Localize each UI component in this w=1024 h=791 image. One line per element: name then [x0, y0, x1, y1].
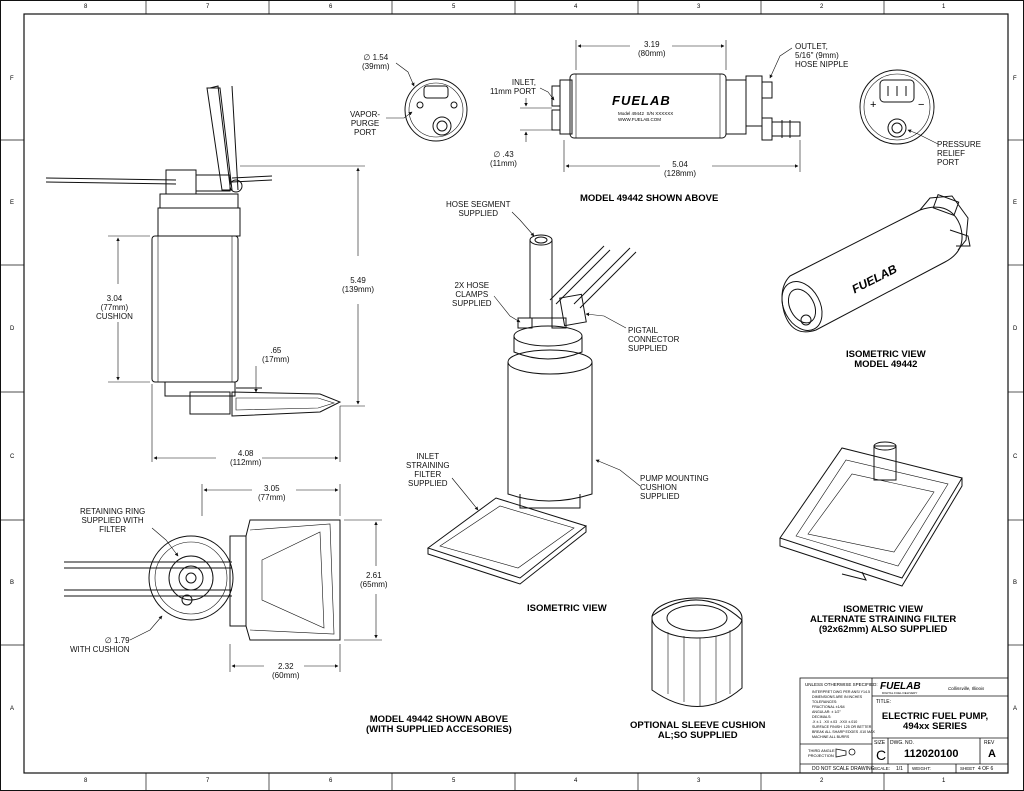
tb-rev-label: REV	[984, 740, 995, 746]
zone-row-left-F: F	[10, 76, 14, 82]
hose-segment-label: HOSE SEGMENT SUPPLIED	[446, 200, 511, 218]
top-view-caption: MODEL 49442 SHOWN ABOVE	[580, 193, 719, 204]
body-length-label: 3.19 (80mm)	[638, 40, 666, 58]
zone-col-bottom-6: 6	[329, 778, 333, 784]
zone-col-top-3: 3	[697, 4, 701, 10]
retaining-ring-label: RETAINING RING SUPPLIED WITH FILTER	[80, 507, 146, 534]
plus-terminal-mark: +	[870, 99, 877, 111]
zone-row-right-D: D	[1013, 326, 1018, 332]
pump-body-brand: FUELAB	[612, 93, 671, 108]
zone-col-top-1: 1	[942, 4, 946, 10]
pump-body-text: Model 49442 S/N XXXXXX WWW.FUELAB.COM	[618, 111, 674, 122]
iso-main-leaders	[451, 211, 641, 511]
sleeve-cushion	[651, 597, 743, 707]
tb-unless-label: UNLESS OTHERWISE SPECIFIED:	[805, 682, 878, 687]
sleeve-caption: OPTIONAL SLEEVE CUSHION AL;SO SUPPLIED	[630, 720, 766, 741]
height-dimension-label: 5.49 (139mm)	[342, 276, 375, 294]
side-view	[45, 85, 342, 417]
hose-clamps-label: 2X HOSE CLAMPS SUPPLIED	[452, 281, 492, 308]
zone-col-bottom-5: 5	[452, 778, 456, 784]
tb-do-not-scale: DO NOT SCALE DRAWING	[812, 766, 875, 772]
title-block-frame	[799, 677, 1009, 774]
tb-rev: A	[988, 748, 996, 760]
inlet-diameter-label: ∅ .43 (11mm)	[490, 150, 517, 168]
bottom-view	[64, 519, 341, 641]
tb-scale-label: SCALE:	[874, 766, 891, 771]
iso-alt-filter-caption: ISOMETRIC VIEW ALTERNATE STRAINING FILTE…	[810, 604, 957, 635]
bottom-view-caption: MODEL 49442 SHOWN ABOVE (WITH SUPPLIED A…	[366, 714, 512, 735]
tb-brand-subline: DIGITAL FUEL DELIVERY	[882, 691, 918, 695]
cushion-dimension-label: 3.04 (77mm) CUSHION	[96, 294, 133, 321]
tb-title: ELECTRIC FUEL PUMP, 494xx SERIES	[881, 711, 989, 732]
zone-col-bottom-2: 2	[820, 778, 824, 784]
pressure-relief-port-label: PRESSURE RELIEF PORT	[937, 140, 982, 167]
vapor-purge-port-label: VAPOR- PURGE PORT	[350, 110, 381, 137]
zone-row-left-E: E	[10, 200, 15, 206]
zone-row-left-D: D	[10, 326, 15, 332]
width-dimension-label: 4.08 (112mm)	[230, 449, 262, 467]
inlet-filter-label: INLET STRAINING FILTER SUPPLIED	[406, 452, 450, 488]
small-dimension-label: .65 (17mm)	[262, 346, 290, 364]
tb-title-label: TITLE:	[876, 699, 892, 705]
tb-location: Collinsville, Illinois	[948, 686, 985, 691]
iso-pump-caption: ISOMETRIC VIEW MODEL 49442	[846, 349, 926, 370]
zone-row-right-F: F	[1013, 76, 1017, 82]
zone-row-right-B: B	[1013, 580, 1018, 586]
zone-row-right-E: E	[1013, 200, 1018, 206]
pump-cushion-label: PUMP MOUNTING CUSHION SUPPLIED	[640, 474, 709, 501]
iso-main-assembly	[426, 234, 637, 585]
bottom-right-dimension-label: 2.61 (65mm)	[360, 571, 388, 589]
zone-col-bottom-3: 3	[697, 778, 701, 784]
bottom-top-dimension-label: 3.05 (77mm)	[258, 484, 286, 502]
tb-brand: FUELAB	[880, 681, 921, 692]
inner-border	[23, 13, 1009, 774]
tb-size: C	[876, 747, 887, 763]
zone-row-left-A: A	[10, 706, 15, 712]
tb-projection-label: THIRD ANGLE PROJECTION	[808, 748, 835, 758]
end-diameter-label: ∅ 1.54 (39mm)	[362, 53, 390, 71]
zone-row-left-C: C	[10, 454, 15, 460]
iso-alt-filter	[779, 441, 963, 587]
tb-sheet: 4 OF 6	[978, 766, 994, 772]
zone-col-top-5: 5	[452, 4, 456, 10]
end-view-left	[386, 62, 468, 142]
zone-col-top-6: 6	[329, 4, 333, 10]
bottom-width-dimension-label: 2.32 (60mm)	[272, 662, 300, 680]
zone-col-top-4: 4	[574, 4, 578, 10]
top-view-dimensions	[520, 40, 801, 172]
zone-col-top-2: 2	[820, 4, 824, 10]
iso-main-caption: ISOMETRIC VIEW	[527, 603, 607, 614]
cushion-diameter-label: ∅ 1.79 WITH CUSHION	[70, 636, 130, 654]
zone-col-bottom-7: 7	[206, 778, 210, 784]
iso-pump	[781, 194, 971, 333]
overall-length-label: 5.04 (128mm)	[664, 160, 697, 178]
tb-scale: 1/1	[896, 766, 903, 772]
outlet-label: OUTLET, 5/16" (9mm) HOSE NIPPLE	[795, 42, 849, 69]
top-view-pump	[551, 73, 801, 141]
end-view-right	[859, 69, 939, 145]
pigtail-connector-label: PIGTAIL CONNECTOR SUPPLIED	[628, 326, 680, 353]
zone-row-right-A: A	[1013, 706, 1018, 712]
tb-sheet-label: SHEET	[960, 766, 976, 771]
zone-col-top-8: 8	[84, 4, 88, 10]
inlet-port-label: INLET, 11mm PORT	[490, 78, 536, 96]
side-view-dimensions	[108, 165, 365, 462]
bottom-view-dimensions	[129, 484, 382, 672]
tb-tolerance-notes: INTERPRET DWG PER ANSI Y14.5 DIMENSIONS …	[812, 690, 875, 739]
zone-col-bottom-1: 1	[942, 778, 946, 784]
zone-row-right-C: C	[1013, 454, 1018, 460]
zone-col-top-7: 7	[206, 4, 210, 10]
zone-col-bottom-4: 4	[574, 778, 578, 784]
tb-dwg-number: 112020100	[904, 748, 959, 760]
zone-col-bottom-8: 8	[84, 778, 88, 784]
minus-terminal-mark: −	[918, 99, 925, 111]
tb-dwg-label: DWG. NO.	[890, 740, 914, 746]
zone-row-left-B: B	[10, 580, 15, 586]
tb-size-label: SIZE	[874, 740, 886, 746]
tb-weight-label: WEIGHT:	[912, 766, 931, 771]
